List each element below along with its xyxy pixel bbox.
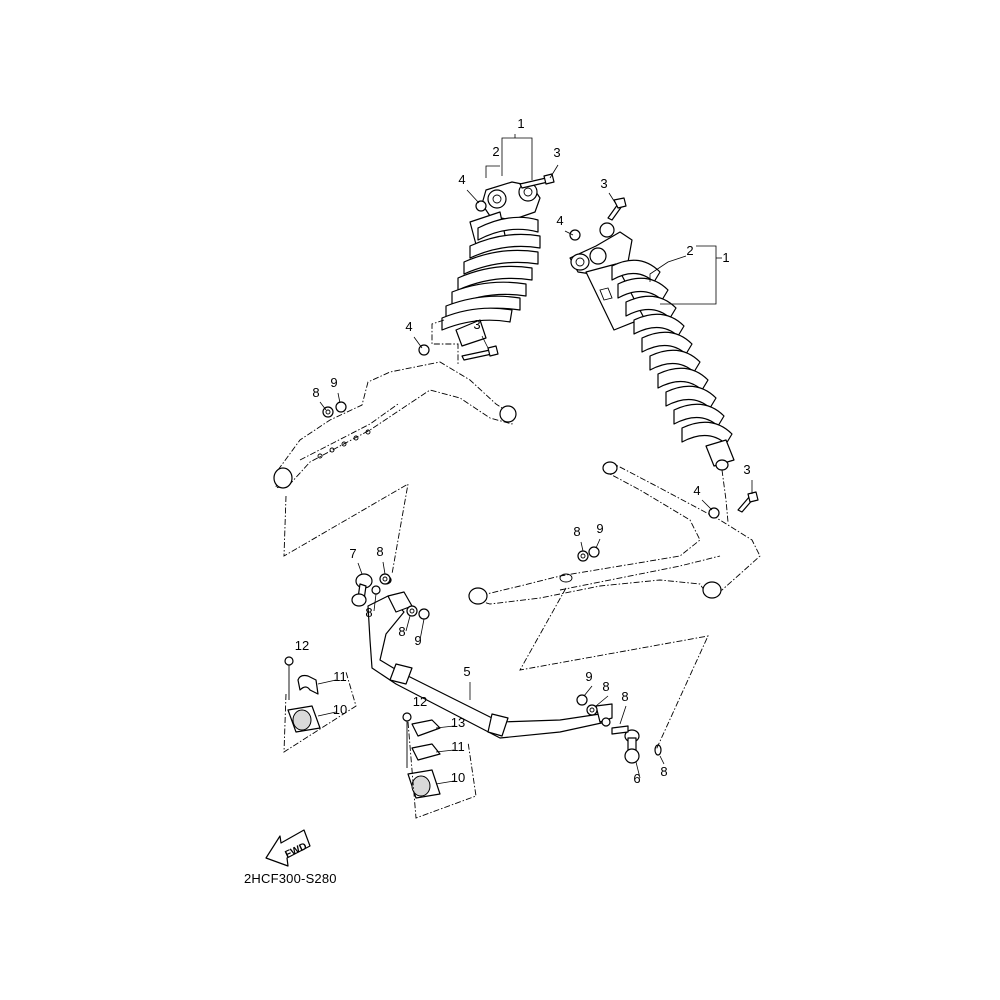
callout-9: 9 [414, 633, 421, 648]
callout-9: 9 [585, 669, 592, 684]
callout-12: 12 [413, 694, 427, 709]
callout-1: 1 [722, 250, 729, 265]
right-swing-arm [468, 461, 761, 605]
callout-2: 2 [686, 243, 693, 258]
left-swing-arm [273, 361, 517, 489]
callout-11: 11 [451, 739, 465, 754]
callout-8: 8 [376, 544, 383, 559]
callout-8: 8 [365, 605, 372, 620]
callout-8: 8 [312, 385, 319, 400]
stabilizer-bar [367, 591, 613, 739]
fwd-direction-arrow: FWD [265, 829, 311, 867]
callout-11: 11 [333, 669, 347, 684]
right-shock-absorber [569, 222, 735, 471]
callout-3: 3 [553, 145, 560, 160]
callout-2: 2 [492, 144, 499, 159]
callout-4: 4 [693, 483, 700, 498]
callout-8: 8 [621, 689, 628, 704]
callout-5: 5 [463, 664, 470, 679]
leader-lines [317, 134, 753, 785]
fasteners [322, 173, 759, 735]
callout-10: 10 [333, 702, 347, 717]
callout-8: 8 [660, 764, 667, 779]
callout-3: 3 [473, 317, 480, 332]
callout-4: 4 [405, 319, 412, 334]
assembly-reference-lines [283, 319, 729, 819]
callout-12: 12 [295, 638, 309, 653]
callout-10: 10 [451, 770, 465, 785]
stabilizer-link-right [624, 729, 662, 764]
callout-13: 13 [451, 715, 465, 730]
left-shock-absorber [441, 181, 541, 347]
callout-7: 7 [349, 546, 356, 561]
bushing-holder-left [284, 656, 321, 733]
callout-3: 3 [743, 462, 750, 477]
callout-9: 9 [330, 375, 337, 390]
callout-6: 6 [633, 771, 640, 786]
callout-8: 8 [398, 624, 405, 639]
callout-9: 9 [596, 521, 603, 536]
callout-3: 3 [600, 176, 607, 191]
callout-4: 4 [556, 213, 563, 228]
callout-8: 8 [573, 524, 580, 539]
diagram-code: 2HCF300-S280 [244, 871, 337, 886]
callout-1: 1 [517, 116, 524, 131]
bushing-holder-right [402, 712, 441, 799]
callout-8: 8 [602, 679, 609, 694]
callout-4: 4 [458, 172, 465, 187]
